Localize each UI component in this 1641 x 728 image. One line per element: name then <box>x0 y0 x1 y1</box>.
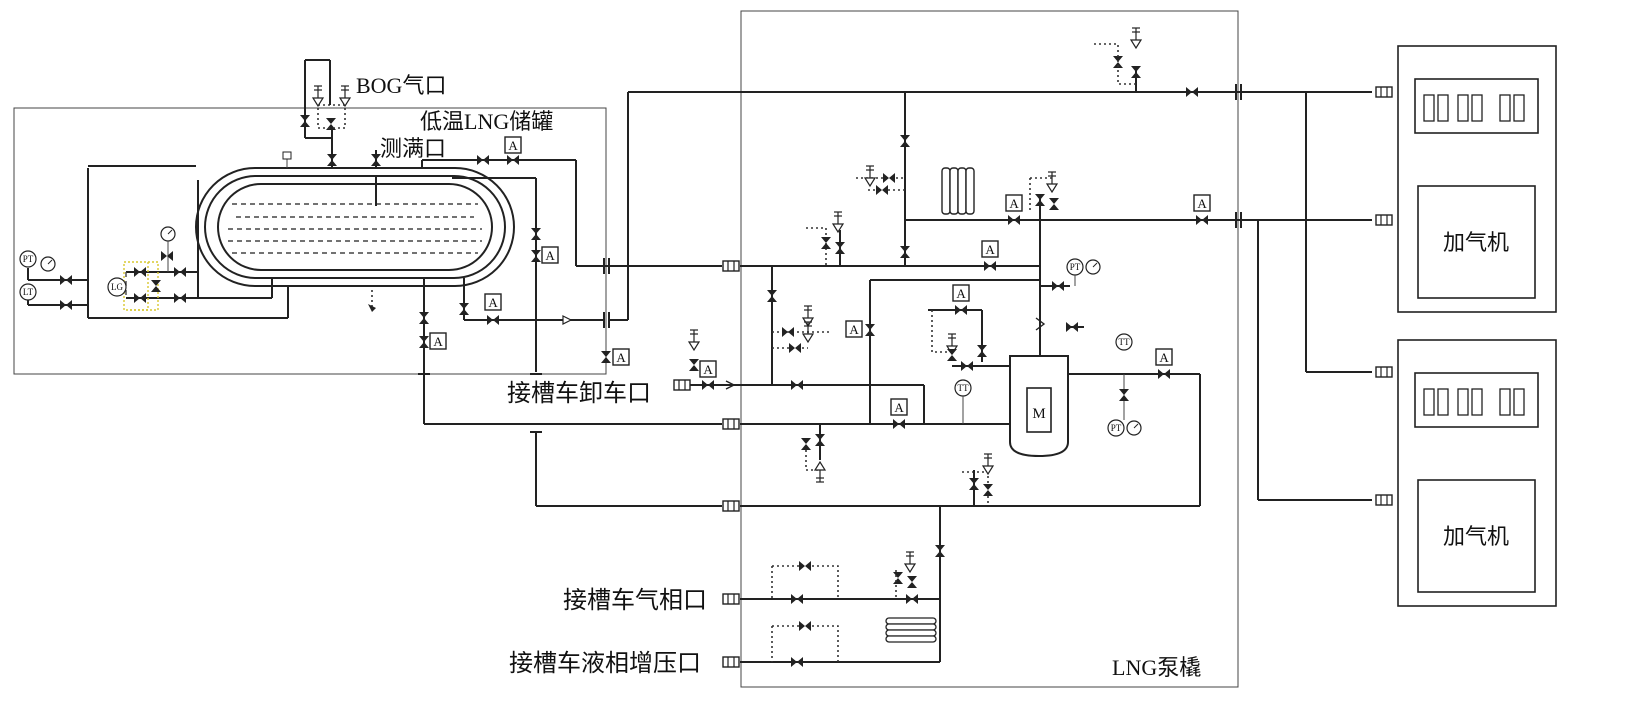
bog-outlet-piping <box>282 59 381 206</box>
unloading-port-piping <box>673 329 740 391</box>
motor-label: M <box>1032 406 1045 422</box>
submerged-pump: M <box>1009 355 1069 458</box>
dispenser-unit-2: 加气机 <box>1397 339 1557 607</box>
main-trunk-piping <box>576 27 1372 512</box>
pt-label-pump-out: PT <box>1111 423 1122 433</box>
pump-skid-label: LNG泵橇 <box>1112 655 1201 680</box>
full-port-label: 测满口 <box>380 136 446 161</box>
tanker-port-piping <box>722 506 945 668</box>
lt-label-left: LT <box>23 287 34 297</box>
tt-label-pump-out: TT <box>1119 337 1130 347</box>
pump-skid-piping: PT M TT PT <box>740 92 1372 507</box>
dispenser-feed-piping <box>1257 86 1393 506</box>
dispenser-label-1: 加气机 <box>1443 230 1509 255</box>
dispenser-unit-1: 加气机 <box>1397 45 1557 313</box>
tank-outlet-piping <box>368 136 722 507</box>
liquid-port-label: 接槽车液相增压口 <box>509 650 701 677</box>
unload-port-label: 接槽车卸车口 <box>507 380 651 407</box>
vaporizer-top <box>941 167 975 215</box>
display-digit <box>1423 94 1435 122</box>
lg-label: LG <box>111 282 123 292</box>
tank-name-label: 低温LNG储罐 <box>420 109 553 134</box>
pressurizer-vaporizer <box>885 617 937 643</box>
dispenser-label-2: 加气机 <box>1443 524 1509 549</box>
level-instrument-piping: PT LT LG <box>19 165 289 319</box>
pt-label-left: PT <box>23 254 34 264</box>
pt-label-pump: PT <box>1070 262 1081 272</box>
pump-skid-frame <box>740 10 1239 688</box>
tank-area-frame <box>13 107 607 375</box>
gas-port-label: 接槽车气相口 <box>563 587 707 614</box>
bog-port-label: BOG气口 <box>356 73 446 98</box>
tt-label-pump-in: TT <box>958 383 969 393</box>
lng-storage-tank <box>195 167 515 287</box>
